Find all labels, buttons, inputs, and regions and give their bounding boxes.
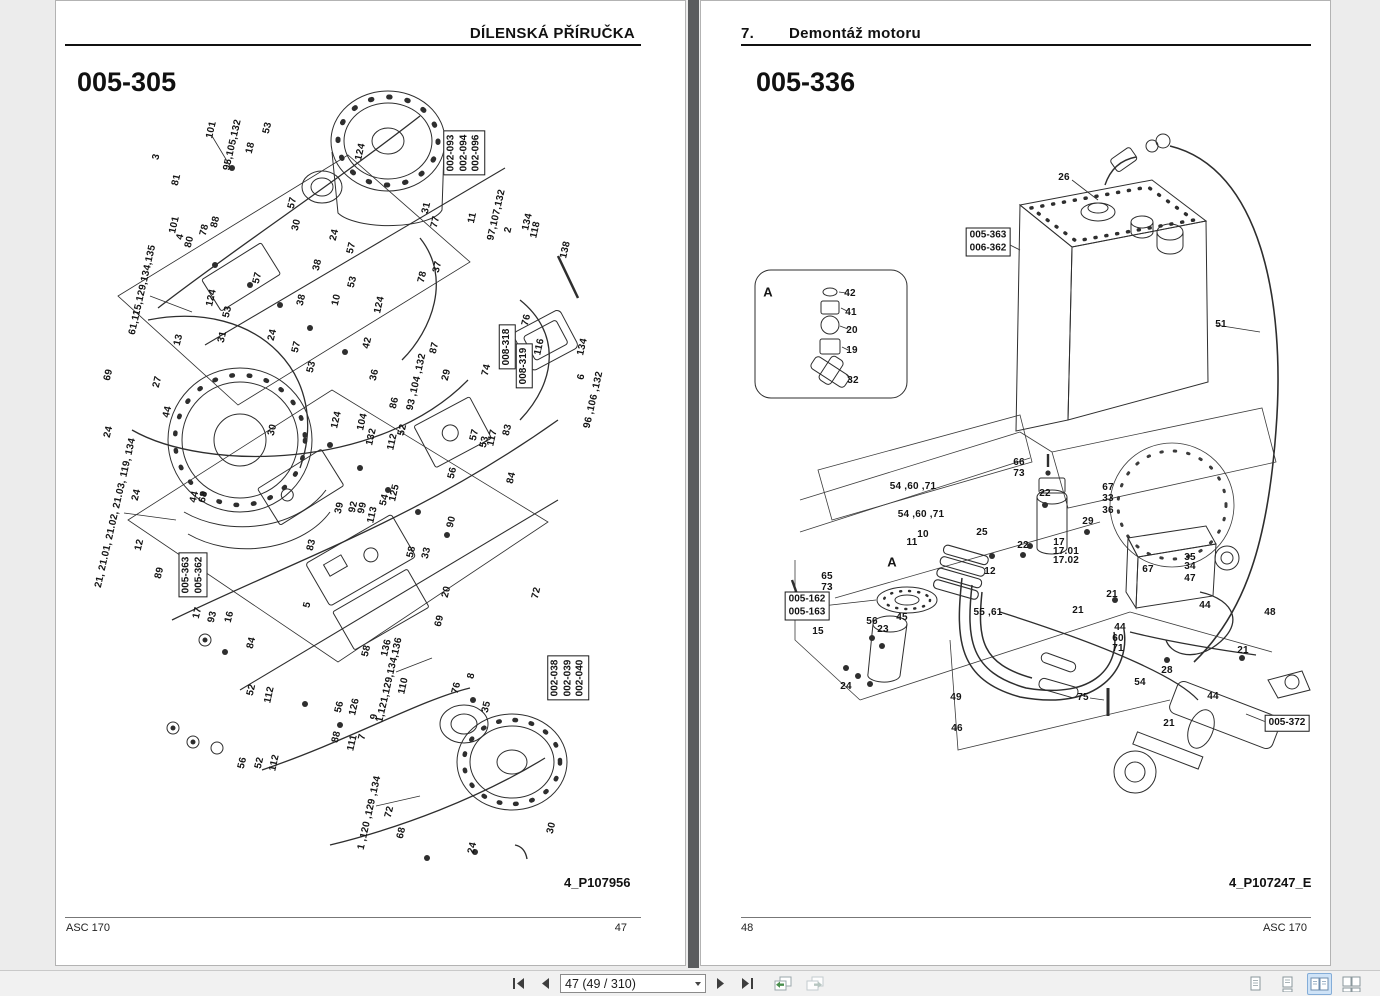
one-column-icon <box>1282 976 1293 992</box>
next-page-icon <box>717 978 724 989</box>
left-page-title: 005-305 <box>77 67 177 97</box>
left-footer-model: ASC 170 <box>66 922 111 934</box>
page-navigation-group <box>508 974 828 993</box>
page-number-input[interactable] <box>561 976 691 991</box>
right-figure-id: 4_P107247_E <box>1229 875 1312 890</box>
last-page-button[interactable] <box>737 976 758 991</box>
next-view-button[interactable] <box>802 974 828 993</box>
two-columns-icon <box>1342 976 1361 992</box>
previous-page-button[interactable] <box>535 976 554 991</box>
next-view-icon <box>806 976 824 991</box>
right-footer-rule <box>741 917 1311 918</box>
left-footer-rule <box>65 917 641 918</box>
right-header-rule <box>741 44 1311 46</box>
first-page-button[interactable] <box>508 976 529 991</box>
viewer-toolbar <box>0 970 1380 996</box>
single-page-icon <box>1250 976 1261 991</box>
page-layout-group <box>1243 973 1364 995</box>
left-page-header: DÍLENSKÁ PŘÍRUČKA <box>469 25 635 42</box>
right-page-header: Demontáž motoru <box>789 25 921 42</box>
left-footer-page-number: 47 <box>614 922 627 934</box>
page-number-combo <box>560 974 706 993</box>
next-page-button[interactable] <box>712 976 731 991</box>
layout-single-page-button[interactable] <box>1243 973 1268 995</box>
right-footer-model: ASC 170 <box>1262 922 1307 934</box>
layout-two-pages-button[interactable] <box>1307 973 1332 995</box>
manual-page-left: DÍLENSKÁ PŘÍRUČKA 005-305 4_P107956 ASC … <box>55 0 686 966</box>
previous-page-icon <box>542 978 549 989</box>
first-page-icon <box>513 978 524 989</box>
right-page-title: 005-336 <box>756 67 856 97</box>
page-spine-divider <box>688 0 699 968</box>
last-page-icon <box>742 978 753 989</box>
previous-view-icon <box>774 976 792 991</box>
left-figure-id: 4_P107956 <box>564 875 631 890</box>
manual-page-right: 7. Demontáž motoru 005-336 4_P107247_E 4… <box>700 0 1331 966</box>
previous-view-button[interactable] <box>770 974 796 993</box>
layout-one-column-button[interactable] <box>1275 973 1300 995</box>
left-header-rule <box>65 44 641 46</box>
right-header-number: 7. <box>741 25 755 42</box>
document-area[interactable]: DÍLENSKÁ PŘÍRUČKA 005-305 4_P107956 ASC … <box>0 0 1380 970</box>
page-combo-dropdown-caret[interactable] <box>691 975 705 992</box>
two-pages-icon <box>1310 977 1329 991</box>
right-footer-page-number: 48 <box>741 922 754 934</box>
layout-two-columns-button[interactable] <box>1339 973 1364 995</box>
